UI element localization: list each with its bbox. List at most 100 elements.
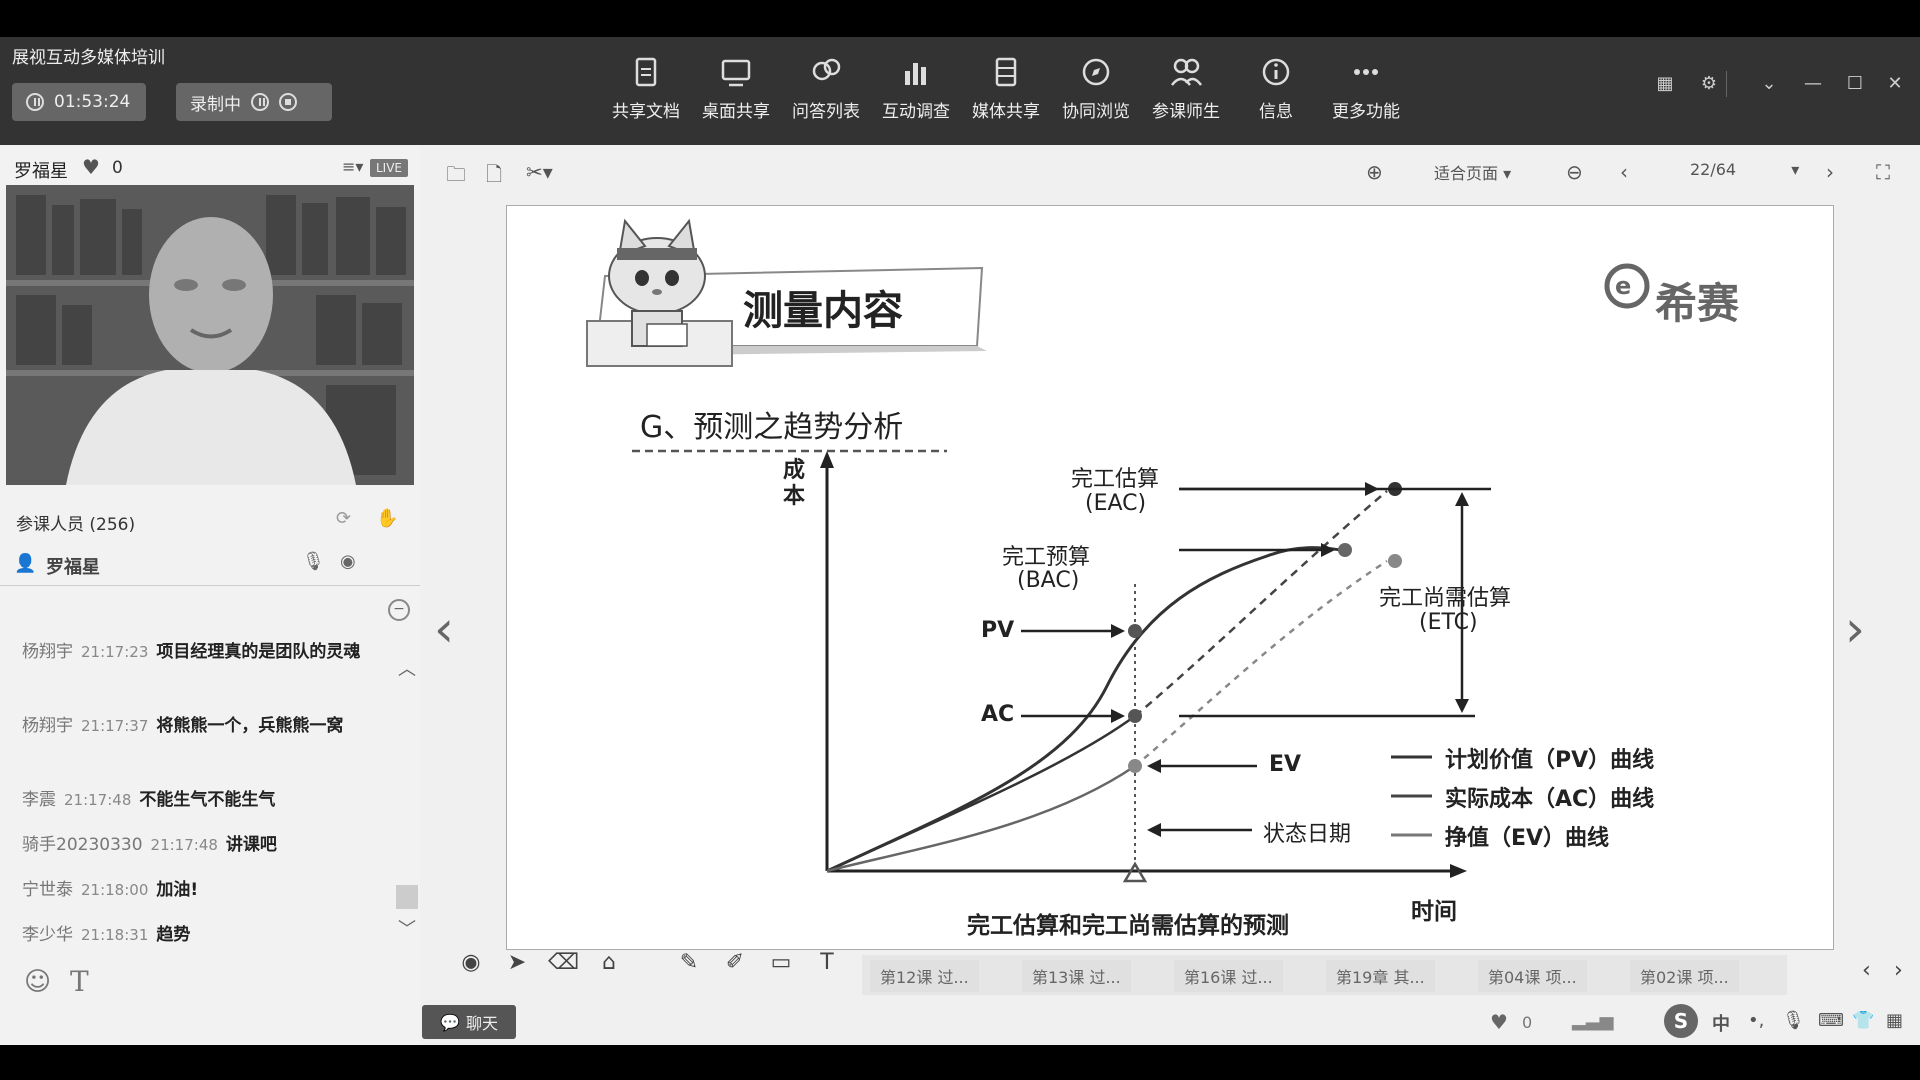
chart-icon <box>905 63 926 85</box>
scrollbar-thumb[interactable] <box>396 885 418 909</box>
file-icon[interactable]: 🗋 <box>486 162 503 186</box>
course-tab[interactable]: 第16课 过... <box>1174 960 1283 992</box>
pv-point <box>1128 624 1142 638</box>
text-tool-icon[interactable]: T <box>820 950 834 975</box>
toolbar-cobrowse-button[interactable]: 协同浏览 <box>1051 55 1141 137</box>
refresh-icon[interactable]: ⟳ <box>336 508 352 529</box>
toolbar-survey-button[interactable]: 互动调查 <box>871 55 961 137</box>
fullscreen-icon[interactable]: ⛶ <box>1876 160 1890 184</box>
next-slide-button[interactable]: › <box>1845 600 1865 658</box>
recording-label: 录制中 <box>190 94 241 115</box>
list-icon[interactable]: ≡▾ <box>342 157 364 176</box>
participants-label: 参课人员 (256) <box>16 515 136 535</box>
emoji-icon[interactable]: ☺ <box>24 967 52 997</box>
chat-button[interactable]: 💬 聊天 <box>422 1005 516 1039</box>
etc-label: 完工尚需估算 <box>1379 586 1512 611</box>
ime-voice-icon[interactable]: 🎙 <box>1782 1010 1805 1031</box>
chat-sender: 李震 <box>22 790 56 810</box>
pause-icon[interactable] <box>26 93 44 111</box>
ev-forecast-line <box>1134 559 1388 767</box>
rectangle-icon[interactable]: ▭ <box>770 950 792 975</box>
text-format-icon[interactable]: T <box>70 965 89 998</box>
minimize-icon[interactable]: — <box>1804 73 1822 94</box>
toolbar-media-button[interactable]: 媒体共享 <box>961 55 1051 137</box>
settings-gear-icon[interactable]: ⚙ <box>1700 73 1718 94</box>
etc-arrow-top <box>1455 492 1469 506</box>
toolbar-info-button[interactable]: 信息 <box>1231 55 1321 137</box>
scroll-up-icon[interactable]: ︿ <box>398 659 416 680</box>
divider <box>1726 71 1727 97</box>
next-page-icon[interactable]: › <box>1826 160 1834 184</box>
ime-keyboard-icon[interactable]: ⌨ <box>1818 1010 1844 1031</box>
chat-text: 不能生气不能生气 <box>139 790 276 810</box>
toolbar-label: 参课师生 <box>1152 102 1220 122</box>
clear-icon[interactable]: ⌂ <box>602 950 616 975</box>
camera-icon[interactable]: ◉ <box>340 551 356 572</box>
ime-toolbox-icon[interactable]: ▦ <box>1886 1010 1904 1031</box>
record-dot-icon[interactable]: ◉ <box>461 950 481 975</box>
ev-label: EV <box>1269 752 1302 777</box>
slide-header-banner <box>586 218 987 367</box>
stop-recording-icon[interactable] <box>279 93 297 111</box>
zoom-out-icon[interactable]: ⊖ <box>1566 160 1583 184</box>
toolbar-more-button[interactable]: 更多功能 <box>1321 55 1411 137</box>
ime-logo-icon[interactable]: S <box>1664 1004 1698 1038</box>
pause-recording-icon[interactable] <box>251 93 269 111</box>
prev-page-icon[interactable]: ‹ <box>1620 160 1628 184</box>
toolbar-participants-button[interactable]: 参课师生 <box>1141 55 1231 137</box>
course-tab[interactable]: 第12课 过... <box>870 960 979 992</box>
toolbar-label: 协同浏览 <box>1062 102 1130 122</box>
scissors-icon[interactable]: ✂▾ <box>526 160 553 184</box>
maximize-icon[interactable]: ☐ <box>1846 73 1864 94</box>
y-axis-label: 成本 <box>783 458 806 509</box>
bac-label: 完工预算 <box>1002 545 1091 570</box>
layout-icon[interactable]: ▦ <box>1656 73 1674 94</box>
toolbar-share-doc-button[interactable]: 共享文档 <box>601 55 691 137</box>
ev-forecast-point <box>1388 554 1402 568</box>
divider <box>0 585 420 586</box>
zoom-in-icon[interactable]: ⊕ <box>1366 160 1383 184</box>
course-tab[interactable]: 第02课 项... <box>1630 960 1739 992</box>
course-tab[interactable]: 第04课 项... <box>1478 960 1587 992</box>
ime-skin-icon[interactable]: 👕 <box>1852 1010 1875 1031</box>
fit-page-label: 适合页面 <box>1434 164 1499 183</box>
folder-icon[interactable]: 🗀 <box>446 162 466 186</box>
scroll-down-icon[interactable]: ﹀ <box>398 919 416 940</box>
course-tab[interactable]: 第13课 过... <box>1022 960 1131 992</box>
brand-name: 希赛 <box>1655 279 1740 328</box>
presenter-video <box>6 185 414 485</box>
timer-pill: 01:53:24 <box>12 83 146 121</box>
heart-icon[interactable]: ♥ <box>1490 1010 1508 1034</box>
eraser-icon[interactable]: ⌫ <box>548 950 580 975</box>
prev-slide-button[interactable]: ‹ <box>434 600 454 658</box>
pen-icon[interactable]: ✎ <box>679 950 699 975</box>
close-icon[interactable]: ✕ <box>1887 73 1903 94</box>
ime-punctuation-icon[interactable]: •, <box>1748 1010 1765 1031</box>
heart-icon[interactable]: ♥ <box>82 155 100 179</box>
highlighter-icon[interactable]: ✐ <box>725 950 745 975</box>
pointer-icon[interactable]: ➤ <box>507 950 527 975</box>
fit-page-select[interactable]: 适合页面 ▾ <box>1434 164 1512 183</box>
desktop-icon <box>721 59 751 87</box>
ac-label: AC <box>981 702 1015 727</box>
signal-icon: ▂▃▅ <box>1572 1010 1614 1031</box>
chat-time: 21:18:31 <box>81 926 149 944</box>
course-tab[interactable]: 第19章 其... <box>1326 960 1435 992</box>
chat-time: 21:17:37 <box>81 717 149 735</box>
ime-mode[interactable]: 中 <box>1712 1014 1730 1035</box>
toolbar-desktop-share-button[interactable]: 桌面共享 <box>691 55 781 137</box>
tabs-next-icon[interactable]: › <box>1894 958 1903 983</box>
chat-text: 将熊熊一个，兵熊熊一窝 <box>156 716 344 736</box>
page-select[interactable]: 22/64 ▾ <box>1690 160 1800 179</box>
document-icon <box>635 57 657 87</box>
like-count: 0 <box>112 158 123 178</box>
hand-icon[interactable]: ✋ <box>376 508 399 529</box>
chevron-down-icon[interactable]: ⌄ <box>1761 73 1777 94</box>
status-date-label: 状态日期 <box>1263 822 1352 847</box>
recording-pill: 录制中 <box>176 83 332 121</box>
tabs-prev-icon[interactable]: ‹ <box>1862 958 1871 983</box>
collapse-icon[interactable]: − <box>388 599 410 621</box>
toolbar-qa-button[interactable]: 问答列表 <box>781 55 871 137</box>
slide-canvas: e <box>586 218 1650 883</box>
microphone-icon[interactable]: 🎙 <box>302 551 325 572</box>
